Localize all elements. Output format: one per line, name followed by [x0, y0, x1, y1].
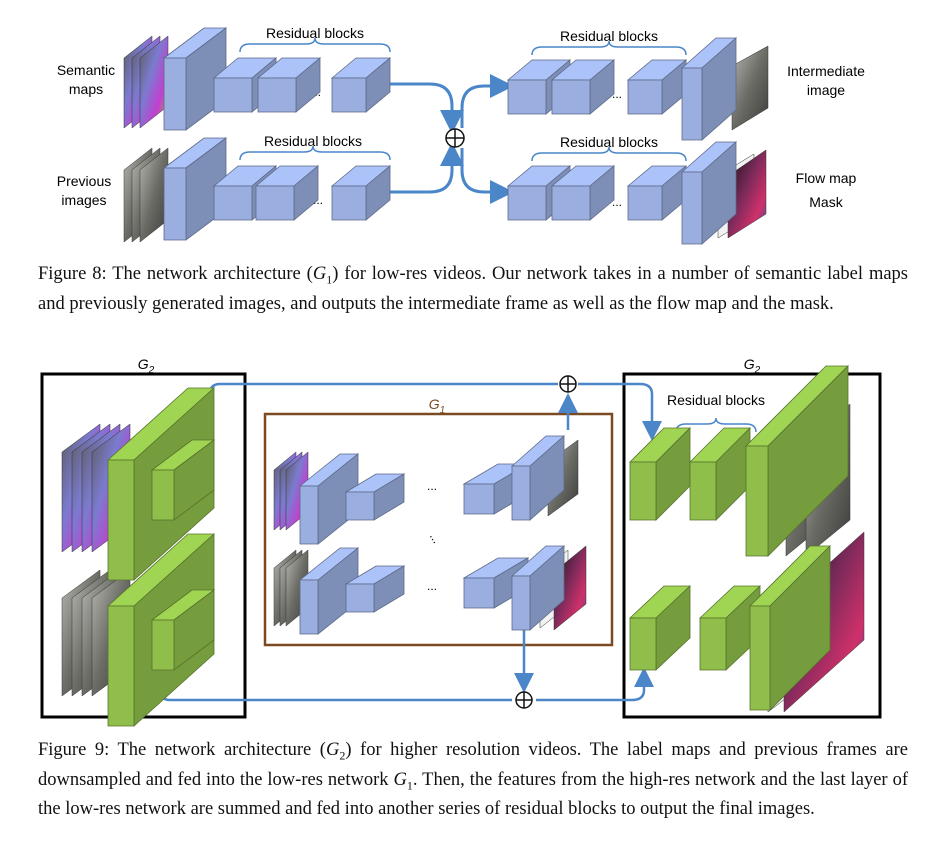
- figure-9-caption: Figure 9: The network architecture (G2) …: [38, 738, 908, 821]
- brace-top-left: [239, 37, 391, 53]
- caption-9-text-b: ) for higher resolution videos. The labe…: [38, 740, 909, 790]
- residual-label-top-left: Residual blocks: [266, 25, 364, 41]
- previous-images-stack: [123, 147, 169, 243]
- g2-right-bot-conv: [749, 545, 831, 711]
- arrow-top-to-sum: [366, 82, 464, 134]
- brace-top-right: [531, 40, 687, 56]
- caption-9-sub-2: 1: [406, 778, 413, 793]
- dots-bottom-right: ...: [612, 195, 622, 209]
- brace-fig9: [675, 417, 757, 433]
- g2-right-bot-res-1: [628, 585, 692, 671]
- g1-top-out-conv: [510, 435, 566, 521]
- label-intermediate-2: image: [807, 82, 845, 98]
- g2-right-top-conv: [745, 365, 849, 557]
- residual-label-fig9: Residual blocks: [667, 392, 765, 408]
- label-mask: Mask: [809, 194, 843, 210]
- figure-9: G2 G2 G1 Residual blocks: [40, 356, 882, 727]
- fig8-top-res-block-3: [330, 57, 392, 113]
- caption-9-sub: 2: [339, 748, 346, 763]
- caption-8-sub: 1: [326, 272, 333, 287]
- g2-left-bot-down: [150, 589, 216, 671]
- dots-g1-top: ...: [427, 479, 437, 493]
- caption-9-symbol-2: G: [393, 769, 407, 790]
- arrow-g2-bottom: [158, 668, 512, 702]
- dots-g1-bottom: ...: [427, 579, 437, 593]
- intermediate-image: [731, 45, 769, 131]
- g1-top-res-1: [344, 473, 406, 521]
- g2-right-label: G2: [744, 356, 761, 376]
- residual-label-top-right: Residual blocks: [560, 28, 658, 44]
- dots-g1-vertical: ...: [427, 530, 444, 546]
- label-previous-images-1: Previous: [57, 173, 111, 189]
- g2-right-top-res-1: [629, 427, 691, 521]
- label-semantic-maps-2: maps: [69, 81, 103, 97]
- fig8-bot-res-block-3: [330, 165, 392, 221]
- g1-frame: [263, 412, 614, 647]
- arrow-sum-to-top: [460, 74, 514, 128]
- caption-8-text-b: ) for low-res videos. Our network takes …: [38, 264, 908, 314]
- residual-label-bottom-right: Residual blocks: [560, 134, 658, 150]
- fig8-top-out-conv: [680, 37, 738, 141]
- g2-right-frame: [622, 372, 882, 719]
- arrow-sum-bottom-to-right: [536, 667, 654, 702]
- arrow-sum-to-bottom: [460, 148, 514, 204]
- g1-bot-conv: [298, 547, 360, 635]
- fig8-bot-out-res-2: [550, 165, 616, 221]
- sum-node: [445, 128, 465, 148]
- arrow-sum-top-to-right: [578, 382, 662, 441]
- caption-8-symbol: G: [312, 264, 327, 284]
- arrow-g2-top: [208, 382, 558, 404]
- g2-left-label: G2: [138, 356, 155, 376]
- fig8-bot-out-res-3: [626, 165, 688, 221]
- caption-9-symbol: G: [325, 740, 340, 760]
- label-previous-images-2: images: [61, 192, 106, 208]
- figure-8: Semantic maps Previous images Intermedia…: [57, 25, 865, 245]
- caption-9-text-a: The network architecture (: [117, 740, 326, 760]
- g1-label: G1: [429, 396, 445, 416]
- g2-right-top-res-2: [689, 427, 751, 521]
- brace-bottom-right: [531, 146, 687, 162]
- label-semantic-maps-1: Semantic: [57, 62, 115, 78]
- caption-9-text-c: . Then, the features from the high-res n…: [38, 769, 908, 820]
- fig8-top-out-res-2: [550, 59, 616, 115]
- sum-node-bottom: [515, 691, 533, 709]
- label-intermediate-1: Intermediate: [787, 63, 865, 79]
- dots-top-right: ...: [612, 87, 622, 101]
- caption-8-label: Figure 8:: [38, 264, 107, 284]
- fig8-bot-res-block-2: [254, 165, 320, 221]
- caption-8-text-a: The network architecture (: [112, 264, 313, 284]
- semantic-maps-stack: [123, 35, 169, 129]
- g1-bot-out-conv: [510, 545, 566, 631]
- fig8-bot-out-conv: [680, 141, 738, 245]
- fig8-top-res-block-2: [256, 57, 322, 113]
- sum-node-top: [559, 375, 577, 393]
- fig8-top-out-res-3: [626, 59, 688, 115]
- caption-9-label: Figure 9:: [38, 740, 110, 760]
- g2-left-top-down: [150, 439, 216, 521]
- g1-top-conv: [298, 453, 360, 545]
- g1-bot-res-1: [344, 565, 406, 613]
- arrow-bottom-to-sum: [366, 142, 464, 194]
- brace-bottom-left: [239, 145, 391, 161]
- residual-label-bottom-left: Residual blocks: [264, 133, 362, 149]
- label-flow-map: Flow map: [796, 170, 857, 186]
- figure-8-caption: Figure 8: The network architecture (G1) …: [38, 262, 908, 316]
